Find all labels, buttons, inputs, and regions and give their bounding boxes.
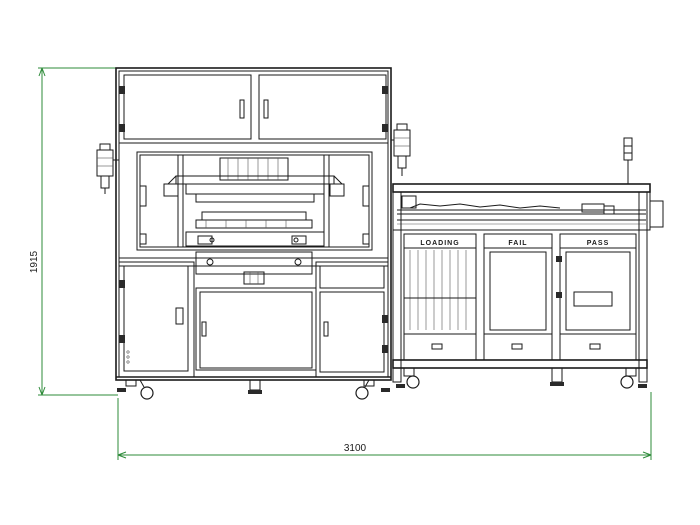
width-dimension: 3100	[117, 392, 652, 460]
sorting-unit: LOADING FAIL PASS	[392, 137, 664, 389]
lower-cabinet	[116, 261, 391, 378]
sorting-casters	[396, 367, 647, 389]
height-dimension-label: 1915	[29, 250, 40, 273]
left-filter-regulator	[96, 143, 119, 194]
right-filter-regulator	[391, 123, 411, 176]
height-dimension: 1915	[29, 67, 118, 396]
fail-station: FAIL	[483, 233, 553, 361]
loading-station: LOADING	[403, 233, 477, 361]
main-casters	[117, 379, 390, 400]
main-machine	[96, 67, 411, 400]
width-dimension-label: 3100	[344, 443, 367, 454]
fail-label: FAIL	[508, 240, 527, 247]
pass-station: PASS	[556, 233, 637, 361]
process-window	[118, 142, 389, 259]
work-table	[118, 251, 389, 285]
loading-label: LOADING	[420, 240, 459, 247]
upper-cabinet	[118, 70, 389, 144]
pass-label: PASS	[587, 240, 610, 247]
